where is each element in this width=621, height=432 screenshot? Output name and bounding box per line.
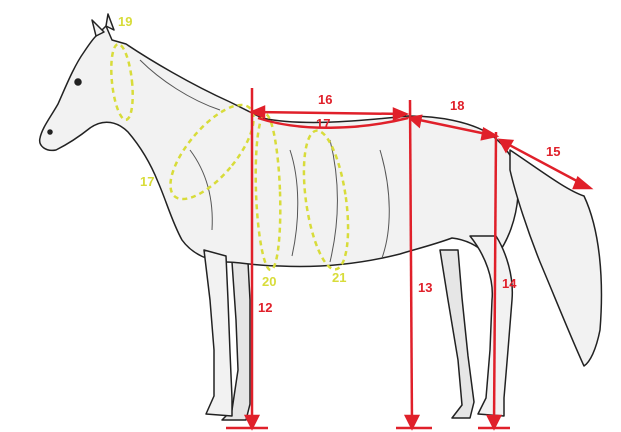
label-tail-base-height: 14 xyxy=(502,276,517,291)
horse-silhouette-icon xyxy=(40,14,602,420)
label-chest-girth: 20 xyxy=(262,274,276,289)
label-body-length: 16 xyxy=(318,92,332,107)
label-withers-height: 12 xyxy=(258,300,272,315)
label-neck-top: 19 xyxy=(118,14,132,29)
label-croup-length: 18 xyxy=(450,98,464,113)
label-back-line: 17 xyxy=(316,116,330,131)
label-neck-base: 17 xyxy=(140,174,154,189)
label-belly-girth: 21 xyxy=(332,270,346,285)
body-length-line xyxy=(252,112,406,114)
label-croup-height: 13 xyxy=(418,280,432,295)
label-tail-length: 15 xyxy=(546,144,560,159)
